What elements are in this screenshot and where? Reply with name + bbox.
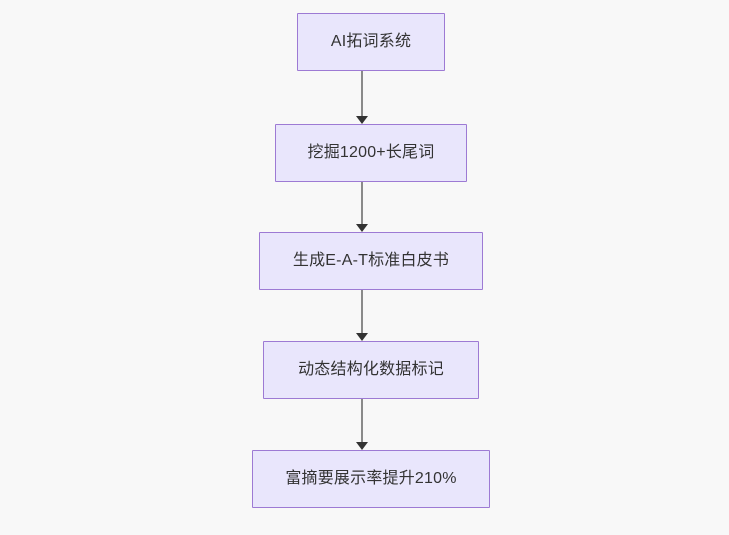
flow-edge-n3-to-n4 xyxy=(352,290,372,341)
flow-node-ai-keyword-system[interactable]: AI拓词系统 xyxy=(297,13,445,71)
flow-node-dynamic-structured-data[interactable]: 动态结构化数据标记 xyxy=(263,341,479,399)
edge-line xyxy=(361,399,363,443)
flow-node-label: 挖掘1200+长尾词 xyxy=(307,144,435,162)
flow-node-label: 动态结构化数据标记 xyxy=(298,361,444,379)
flow-node-label: AI拓词系统 xyxy=(330,33,412,51)
flow-edge-n1-to-n2 xyxy=(352,71,372,124)
arrow-head-icon xyxy=(356,116,368,124)
edge-line xyxy=(361,290,363,334)
arrow-head-icon xyxy=(356,333,368,341)
flow-node-mine-longtail-keywords[interactable]: 挖掘1200+长尾词 xyxy=(275,124,467,182)
edge-line xyxy=(361,71,363,117)
arrow-head-icon xyxy=(356,442,368,450)
flow-node-label: 富摘要展示率提升210% xyxy=(285,470,457,488)
flow-edge-n4-to-n5 xyxy=(352,399,372,450)
edge-line xyxy=(361,182,363,225)
flow-node-generate-eat-whitepaper[interactable]: 生成E-A-T标准白皮书 xyxy=(259,232,483,290)
arrow-head-icon xyxy=(356,224,368,232)
flow-node-label: 生成E-A-T标准白皮书 xyxy=(292,252,450,270)
flow-edge-n2-to-n3 xyxy=(352,182,372,232)
flow-node-rich-snippet-uplift[interactable]: 富摘要展示率提升210% xyxy=(252,450,490,508)
